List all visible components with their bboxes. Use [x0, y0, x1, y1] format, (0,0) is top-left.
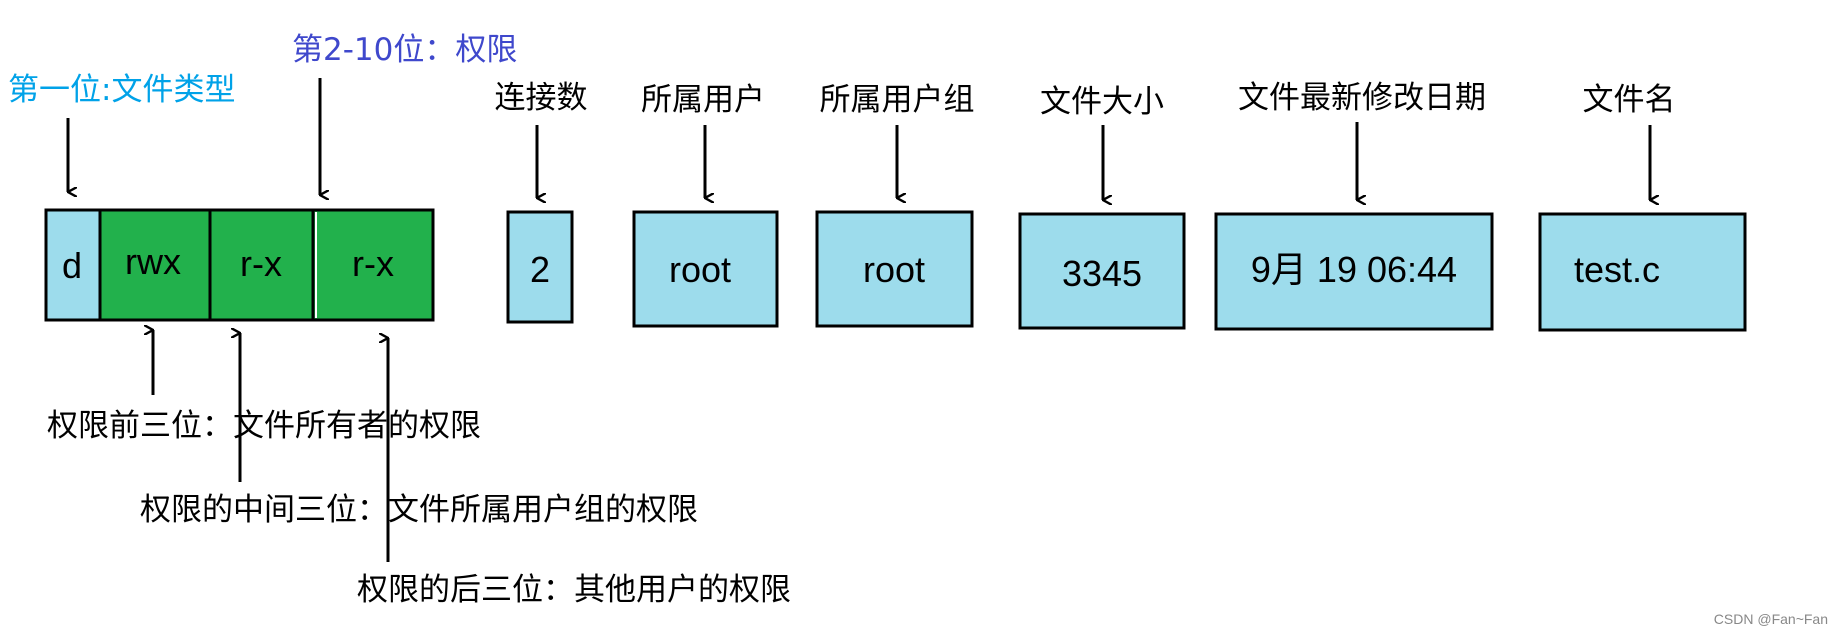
field-value: 2 — [530, 249, 550, 290]
label-permissions: 第2-10位：权限 — [292, 32, 517, 68]
field-owner-group: 所属用户组 root — [815, 82, 975, 328]
cell-other-perm-text: r-x — [352, 243, 394, 284]
field-owner-user: 所属用户 root — [632, 82, 779, 328]
field-label: 文件最新修改日期 — [1238, 80, 1486, 116]
field-label: 所属用户组 — [820, 82, 975, 118]
field-file-size: 文件大小 3345 — [1018, 84, 1186, 330]
cell-owner-perm — [98, 208, 212, 322]
field-box — [1018, 212, 1186, 330]
field-box — [1538, 212, 1747, 332]
field-box — [1214, 212, 1494, 331]
permission-block: d rwx r-x r-x — [44, 208, 435, 322]
cell-group-perm-text: r-x — [240, 243, 282, 284]
field-box — [632, 210, 779, 328]
cell-owner-perm-text: rwx — [125, 241, 181, 282]
field-box — [815, 210, 974, 328]
note-other-perm: 权限的后三位：其他用户的权限 — [357, 572, 791, 608]
note-group-perm: 权限的中间三位：文件所属用户组的权限 — [140, 492, 698, 528]
field-value: root — [669, 249, 731, 290]
field-label: 文件大小 — [1040, 84, 1164, 120]
field-label: 连接数 — [495, 80, 588, 116]
note-owner-perm: 权限前三位：文件所有者的权限 — [47, 408, 481, 444]
field-file-name: 文件名 test.c — [1538, 82, 1747, 332]
field-modified-date: 文件最新修改日期 9月 19 06:44 — [1214, 80, 1494, 331]
field-value: 9月 19 06:44 — [1251, 249, 1457, 290]
cell-file-type-text: d — [62, 245, 82, 286]
field-label: 文件名 — [1583, 82, 1676, 118]
field-label: 所属用户 — [641, 82, 765, 118]
field-value: root — [863, 249, 925, 290]
watermark: CSDN @Fan~Fan — [1714, 611, 1828, 627]
field-link-count: 连接数 2 — [495, 80, 588, 324]
label-file-type: 第一位:文件类型 — [8, 72, 235, 108]
field-box — [506, 210, 574, 324]
cell-group-perm — [208, 208, 315, 322]
field-value: 3345 — [1062, 253, 1142, 294]
cell-other-perm — [311, 208, 435, 322]
field-value: test.c — [1574, 249, 1660, 290]
